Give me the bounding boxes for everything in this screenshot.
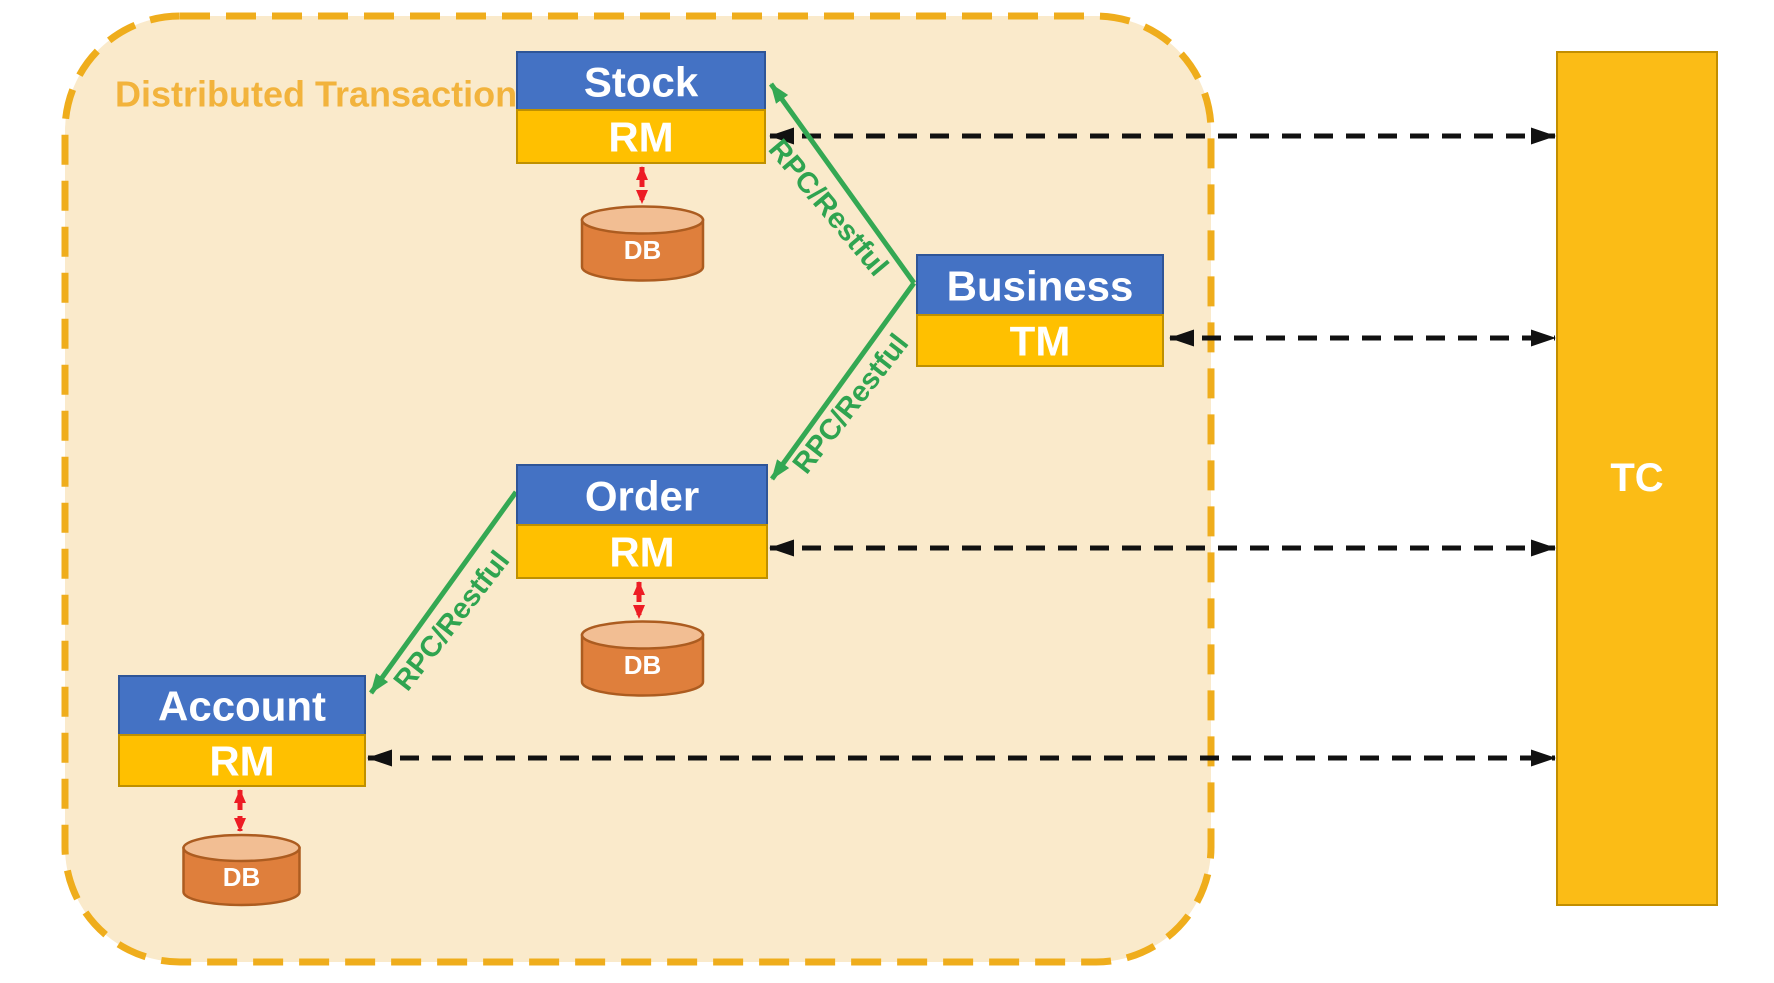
tc-label: TC <box>1610 456 1663 500</box>
rpc-arrow-business-to-stock <box>768 82 917 285</box>
stock-db-cylinder <box>580 218 705 282</box>
order-header-box <box>516 464 768 526</box>
order-name: Order <box>585 473 699 520</box>
service-stock: Stock RM DB <box>516 51 766 282</box>
stock-name: Stock <box>584 59 699 106</box>
order-db-label: DB <box>624 650 662 680</box>
account-db-cylinder <box>182 846 301 907</box>
business-role: TM <box>1010 318 1071 365</box>
order-db-cylinder-top <box>580 620 705 650</box>
service-account: Account RM DB <box>118 675 366 907</box>
order-role: RM <box>609 529 674 576</box>
business-header-box <box>916 254 1164 316</box>
order-db-cylinder <box>580 633 705 697</box>
stock-role: RM <box>608 114 673 161</box>
stock-db-cylinder-top <box>580 205 705 235</box>
account-db-label: DB <box>223 862 261 892</box>
rpc-arrow-business-to-order <box>769 281 917 481</box>
frame-title: Distributed Transaction <box>115 74 517 115</box>
coordinator-tc: TC <box>1556 51 1718 906</box>
account-name: Account <box>158 683 326 730</box>
business-tm-box <box>916 314 1164 367</box>
account-rm-box <box>118 734 366 787</box>
business-name: Business <box>947 263 1134 310</box>
stock-header-box <box>516 51 766 111</box>
tc-box <box>1556 51 1718 906</box>
service-order: Order RM DB <box>516 464 768 697</box>
order-rm-box <box>516 524 768 579</box>
account-header-box <box>118 675 366 736</box>
rpc-arrow-order-to-account <box>368 490 519 695</box>
account-db-cylinder-top <box>182 833 301 863</box>
service-business: Business TM <box>916 254 1164 367</box>
stock-rm-box <box>516 109 766 164</box>
account-role: RM <box>209 738 274 785</box>
stock-db-label: DB <box>624 235 662 265</box>
